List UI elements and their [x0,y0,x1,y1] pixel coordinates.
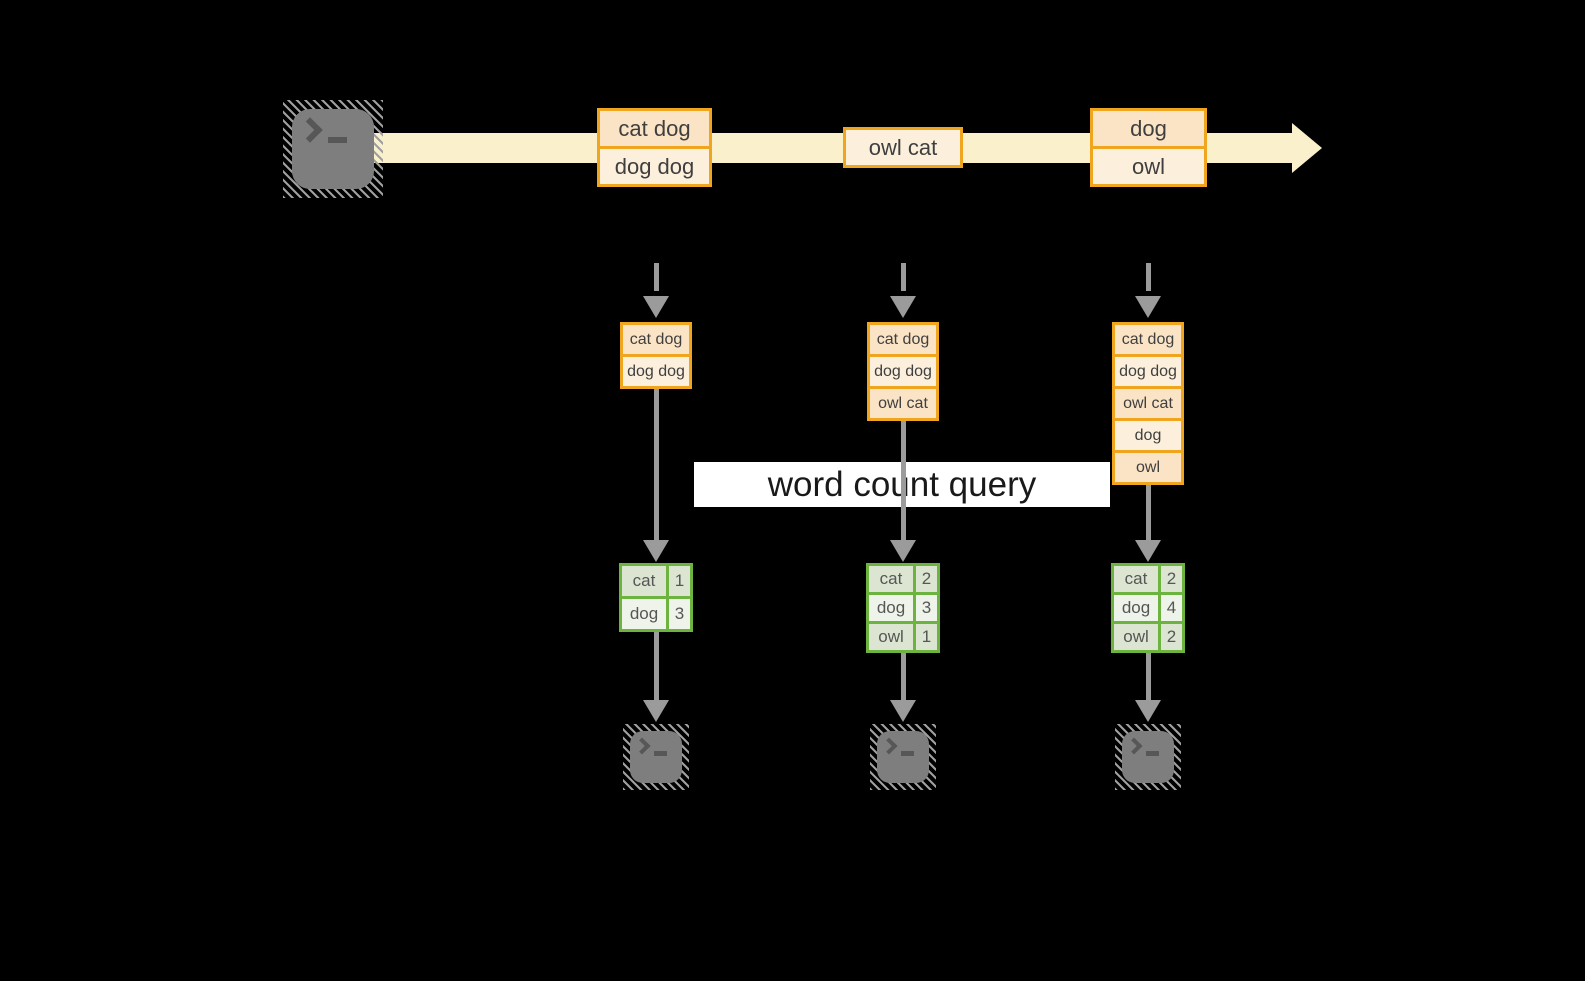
down-arrow-icon [643,700,669,722]
connector-line [901,652,906,701]
record-buffer-1: cat dog dog dog [620,322,692,389]
word-cell: cat [622,566,666,596]
count-cell: 4 [1161,595,1182,621]
word-cell: dog [869,595,913,621]
prompt-underscore-icon [901,751,914,756]
sink-terminal-icon [623,724,689,790]
stream-arrow-head-icon [1292,123,1322,173]
connector-line [654,388,659,540]
down-arrow-dash [654,263,659,291]
table-row: cat 2 [1114,566,1182,592]
table-row: cat 1 [622,566,690,596]
down-arrow-icon [1135,700,1161,722]
word-cell: cat [1114,566,1158,592]
down-arrow-icon [890,540,916,562]
buffer-record: dog [1115,421,1181,450]
terminal-screen [630,731,682,783]
count-cell: 1 [669,566,690,596]
word-cell: owl [1114,624,1158,650]
count-cell: 2 [1161,566,1182,592]
message-line: owl [1093,149,1204,184]
buffer-record: cat dog [870,325,936,354]
down-arrow-dash [901,263,906,291]
buffer-record: dog dog [1115,357,1181,386]
terminal-screen [292,109,374,189]
count-table-3: cat 2 dog 4 owl 2 [1111,563,1185,653]
count-cell: 2 [1161,624,1182,650]
count-cell: 2 [916,566,937,592]
table-row: owl 1 [869,624,937,650]
buffer-record: dog dog [870,357,936,386]
table-row: dog 3 [622,599,690,629]
table-row: dog 4 [1114,595,1182,621]
buffer-record: owl cat [870,389,936,418]
message-line: cat dog [600,111,709,146]
count-table-1: cat 1 dog 3 [619,563,693,632]
count-cell: 3 [916,595,937,621]
table-row: cat 2 [869,566,937,592]
down-arrow-icon [643,296,669,318]
down-arrow-icon [1135,540,1161,562]
down-arrow-icon [1135,296,1161,318]
record-buffer-3: cat dog dog dog owl cat dog owl [1112,322,1184,485]
word-cell: cat [869,566,913,592]
down-arrow-dash [1146,263,1151,291]
message-line: dog dog [600,149,709,184]
word-cell: owl [869,624,913,650]
sink-terminal-icon [1115,724,1181,790]
connector-line [1146,652,1151,701]
connector-line [654,631,659,701]
count-cell: 1 [916,624,937,650]
buffer-record: cat dog [1115,325,1181,354]
buffer-record: owl [1115,453,1181,482]
message-line: dog [1093,111,1204,146]
prompt-underscore-icon [654,751,667,756]
buffer-record: cat dog [623,325,689,354]
source-terminal-icon [283,100,383,198]
table-row: dog 3 [869,595,937,621]
count-table-2: cat 2 dog 3 owl 1 [866,563,940,653]
buffer-record: dog dog [623,357,689,386]
record-buffer-2: cat dog dog dog owl cat [867,322,939,421]
sink-terminal-icon [870,724,936,790]
stream-message-3: dog owl [1090,108,1207,187]
down-arrow-icon [643,540,669,562]
down-arrow-icon [890,296,916,318]
connector-line [1146,484,1151,540]
word-cell: dog [1114,595,1158,621]
message-line: owl cat [846,130,960,165]
terminal-screen [877,731,929,783]
connector-line [901,420,906,540]
down-arrow-icon [890,700,916,722]
word-cell: dog [622,599,666,629]
stream-message-2: owl cat [843,127,963,168]
table-row: owl 2 [1114,624,1182,650]
terminal-screen [1122,731,1174,783]
prompt-underscore-icon [1146,751,1159,756]
prompt-underscore-icon [328,137,347,143]
count-cell: 3 [669,599,690,629]
stream-message-1: cat dog dog dog [597,108,712,187]
buffer-record: owl cat [1115,389,1181,418]
